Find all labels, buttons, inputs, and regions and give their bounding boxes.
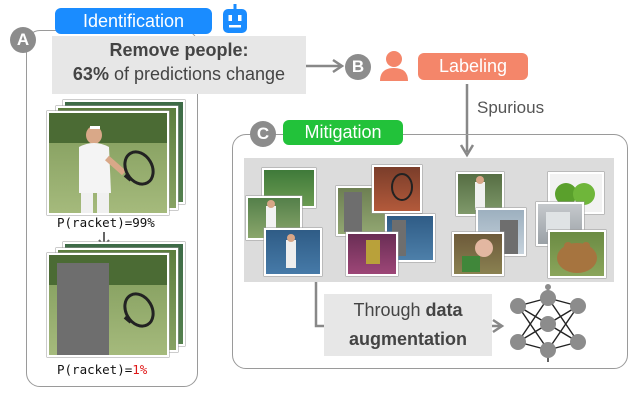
- spurious-arrow: [459, 84, 475, 162]
- labeling-label: Labeling: [418, 53, 528, 80]
- mitigation-label: Mitigation: [283, 120, 403, 145]
- augmentation-data: data: [425, 300, 463, 320]
- neural-network-icon: [508, 284, 590, 364]
- masked-tennis-photo: [47, 253, 169, 357]
- probability-after: P(racket)=1%: [57, 362, 147, 377]
- step-a-badge: A: [10, 27, 36, 53]
- probability-after-prefix: P(racket)=: [57, 362, 133, 377]
- probability-after-value: 1%: [132, 362, 148, 377]
- arrow-identification-to-labeling: [306, 58, 346, 78]
- augmentation-box: [324, 294, 492, 356]
- prediction-change-percent: 63%: [72, 64, 109, 84]
- remove-people-box: [52, 36, 306, 94]
- augmentation-through: Through: [353, 300, 426, 320]
- prediction-change-text: 63% of predictions change: [52, 64, 306, 85]
- step-b-badge: B: [345, 54, 371, 80]
- augmentation-line-2: augmentation: [348, 329, 467, 349]
- spurious-label: Spurious: [477, 98, 545, 117]
- prediction-change-rest: of predictions change: [108, 64, 286, 84]
- tennis-player-photo: [47, 111, 169, 215]
- augmentation-line-1: Through data: [324, 300, 492, 321]
- mitigation-panel: [232, 134, 628, 369]
- identification-label: Identification: [55, 8, 212, 34]
- probability-before: P(racket)=99%: [57, 215, 155, 230]
- person-mask: [57, 263, 109, 355]
- robot-icon: [222, 4, 248, 34]
- remove-people-heading: Remove people:: [109, 40, 249, 60]
- person-icon: [378, 50, 410, 82]
- step-c-badge: C: [250, 121, 276, 147]
